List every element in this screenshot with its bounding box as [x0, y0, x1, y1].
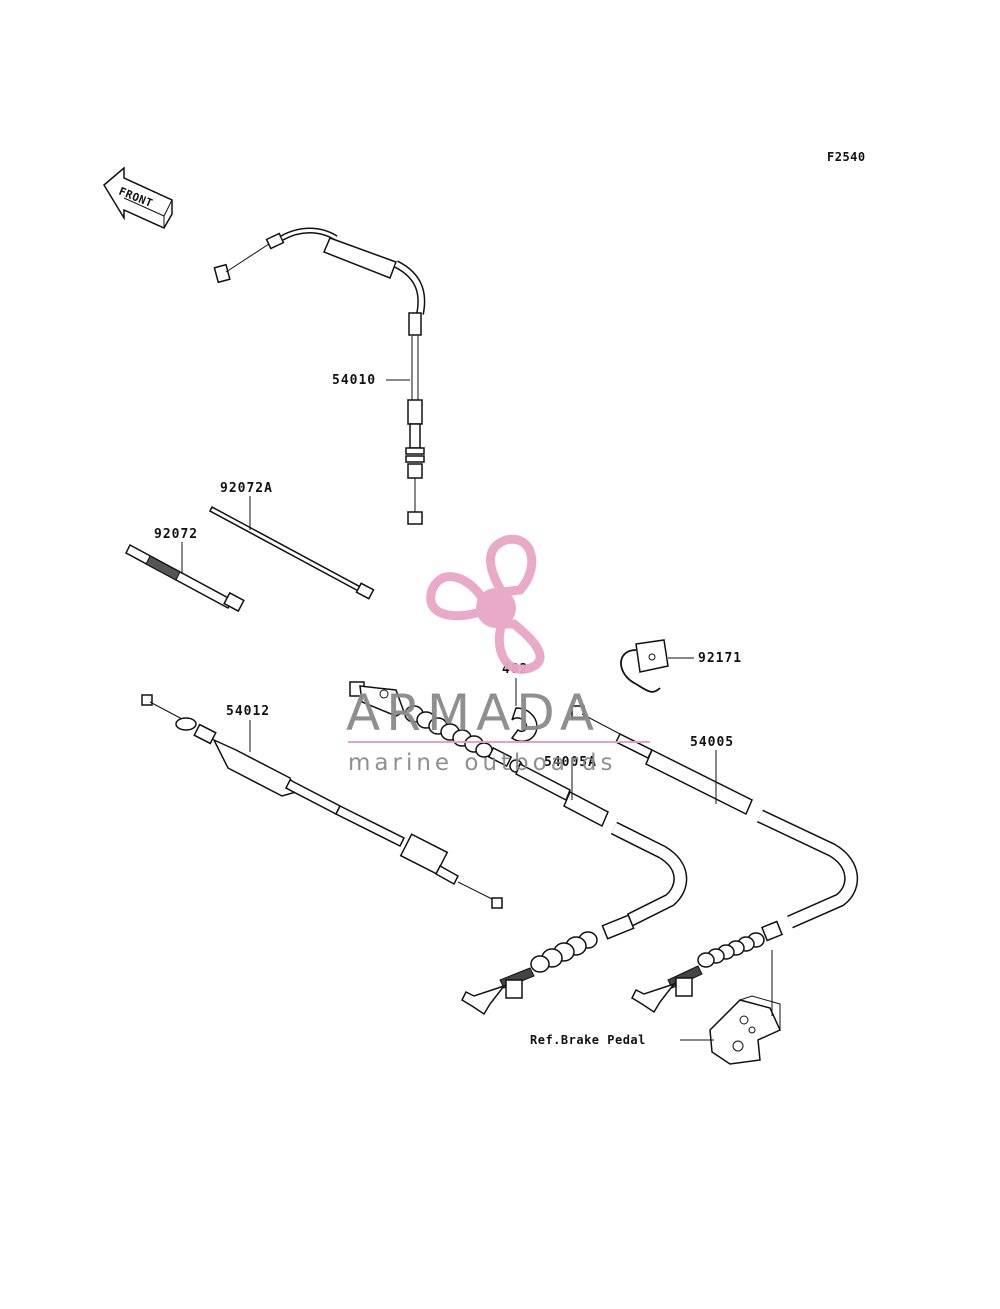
label-54005: 54005 — [690, 735, 734, 750]
watermark-brand: ARMADA — [346, 684, 600, 742]
label-54005A: 54005A — [544, 755, 597, 770]
label-54012: 54012 — [226, 704, 270, 719]
cable-54005A — [349, 681, 688, 1016]
watermark: ARMADA marine outboards — [346, 534, 650, 776]
clip-482 — [510, 707, 538, 743]
watermark-tagline: marine outboards — [348, 750, 616, 776]
label-92072A: 92072A — [220, 481, 273, 496]
cable-tie-92072 — [125, 543, 245, 613]
label-92171: 92171 — [698, 651, 742, 666]
cable-54012 — [141, 694, 503, 909]
label-ref-brake-pedal: Ref.Brake Pedal — [530, 1033, 646, 1047]
propeller-logo-icon — [426, 534, 545, 674]
figure-code: F2540 — [827, 150, 866, 164]
bracket-92171 — [620, 639, 669, 693]
cable-54005 — [571, 705, 859, 1014]
label-54010: 54010 — [332, 373, 376, 388]
brake-pedal-bracket — [709, 995, 781, 1065]
front-arrow-icon: FRONT — [103, 166, 173, 229]
cable-54010 — [213, 227, 426, 525]
cable-tie-92072A — [209, 505, 375, 600]
label-92072: 92072 — [154, 527, 198, 542]
